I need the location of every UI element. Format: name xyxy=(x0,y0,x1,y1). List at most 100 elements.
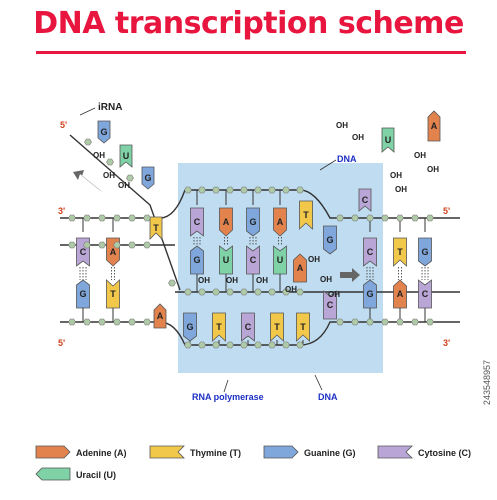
phosphate-dot xyxy=(143,214,151,222)
phosphate-dot xyxy=(240,288,248,296)
irna-label: iRNA xyxy=(98,102,122,113)
base-letter: T xyxy=(216,322,222,332)
base-letter: C xyxy=(194,217,201,227)
base-letter: T xyxy=(303,210,309,220)
legend-label: Thymine (T) xyxy=(190,448,241,458)
legend-item-thymine: Thymine (T) xyxy=(149,445,241,459)
nucleotide-c: C xyxy=(246,245,260,275)
nucleotide-a: A xyxy=(393,279,407,309)
nucleotide-a: A xyxy=(219,207,233,237)
oh-label: OH xyxy=(256,276,268,285)
phosphate-dot xyxy=(366,318,374,326)
nucleotide-c: C xyxy=(358,188,372,212)
oh-label: OH xyxy=(198,276,210,285)
phosphate-dot xyxy=(113,241,121,249)
phosphate-dot xyxy=(212,186,220,194)
page-title: DNA transcription scheme xyxy=(33,6,464,41)
phosphate-dot xyxy=(83,318,91,326)
phosphate-dot xyxy=(106,158,114,166)
phosphate-dot xyxy=(98,241,106,249)
nucleotide-t: T xyxy=(212,312,226,342)
phosphate-dot xyxy=(168,279,176,287)
phosphate-dot xyxy=(184,341,192,349)
end-label-3-left: 3' xyxy=(58,206,65,216)
legend-swatch-guanine xyxy=(263,445,299,459)
end-label-5-top-left: 5' xyxy=(60,120,67,130)
label-leader-lines xyxy=(79,107,337,393)
phosphate-dot xyxy=(396,318,404,326)
phosphate-dot xyxy=(198,186,206,194)
legend-label: Adenine (A) xyxy=(76,448,127,458)
base-letter: A xyxy=(157,311,164,321)
phosphate-dot xyxy=(351,214,359,222)
nucleotide-t: T xyxy=(106,279,120,309)
direction-arrows xyxy=(73,170,360,282)
phosphate-dot xyxy=(381,318,389,326)
nucleotide-u: U xyxy=(273,245,287,275)
phosphate-dot xyxy=(113,214,121,222)
phosphate-dot xyxy=(268,341,276,349)
base-letter: G xyxy=(144,173,151,183)
phosphate-dot xyxy=(83,214,91,222)
oh-label: OH xyxy=(427,165,439,174)
phosphate-dot xyxy=(212,341,220,349)
legend-item-guanine: Guanine (G) xyxy=(263,445,356,459)
nucleotide-c: C xyxy=(323,290,337,320)
legend-swatch-adenine xyxy=(35,445,71,459)
oh-label: OH xyxy=(395,185,407,194)
rna-exit-bases: G U G T xyxy=(97,120,163,240)
nucleotide-u: U xyxy=(219,245,233,275)
phosphate-dot xyxy=(128,318,136,326)
base-letter: U xyxy=(123,151,130,161)
base-letter: G xyxy=(193,255,200,265)
legend-label: Guanine (G) xyxy=(304,448,356,458)
base-letter: G xyxy=(366,289,373,299)
base-letter: A xyxy=(431,121,438,131)
base-letter: C xyxy=(327,300,334,310)
phosphate-dot xyxy=(68,214,76,222)
phosphate-dot xyxy=(411,318,419,326)
nucleotide-t: T xyxy=(270,312,284,342)
nucleotide-a: A xyxy=(153,303,167,329)
phosphate-dot xyxy=(143,241,151,249)
rna-exit-arrow xyxy=(73,170,102,192)
base-letter: T xyxy=(153,223,159,233)
nucleotide-c: C xyxy=(241,312,255,342)
nucleotide-g: G xyxy=(76,279,90,309)
nucleotide-g: G xyxy=(97,120,111,144)
phosphate-dot xyxy=(98,214,106,222)
legend-swatch-uracil xyxy=(35,467,71,481)
phosphate-dot xyxy=(198,341,206,349)
legend-item-adenine: Adenine (A) xyxy=(35,445,127,459)
phosphate-dot xyxy=(226,341,234,349)
oh-label: OH xyxy=(93,151,105,160)
base-letter: A xyxy=(297,263,304,273)
phosphate-dot xyxy=(282,186,290,194)
oh-label: OH xyxy=(352,133,364,142)
nucleotide-g: G xyxy=(246,207,260,237)
oh-label: OH xyxy=(118,181,130,190)
base-letter: G xyxy=(326,235,333,245)
legend-label: Cytosine (C) xyxy=(418,448,471,458)
legend-swatch-cytosine xyxy=(377,445,413,459)
phosphate-dot xyxy=(268,288,276,296)
phosphate-dot xyxy=(68,318,76,326)
nucleotide-a: A xyxy=(293,253,307,283)
phosphate-dot xyxy=(143,318,151,326)
base-letter: T xyxy=(300,322,306,332)
phosphate-dot xyxy=(282,288,290,296)
end-label-3-bottom-right: 3' xyxy=(443,338,450,348)
dna-top-label: DNA xyxy=(337,154,357,164)
nucleotide-u: U xyxy=(381,127,395,153)
phosphate-dot xyxy=(84,138,92,146)
nucleotide-c: C xyxy=(418,279,432,309)
phosphate-dot xyxy=(198,288,206,296)
base-letter: U xyxy=(385,135,392,145)
base-letter: C xyxy=(367,247,374,257)
oh-label: OH xyxy=(414,151,426,160)
base-letter: T xyxy=(110,289,116,299)
base-letter: T xyxy=(397,247,403,257)
nucleotide-t: T xyxy=(299,200,313,230)
